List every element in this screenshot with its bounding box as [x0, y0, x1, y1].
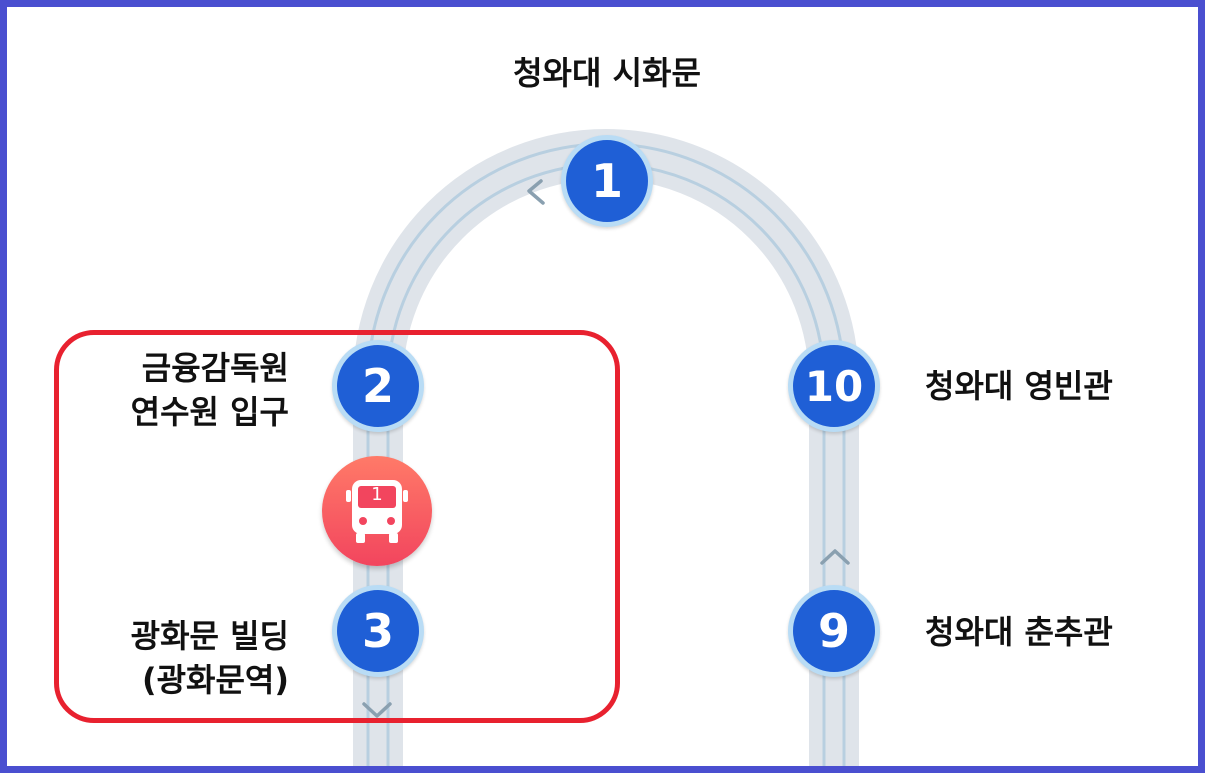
stop-3-label-line1: 광화문 빌딩	[130, 617, 289, 655]
stop-3-marker[interactable]: 3	[332, 585, 424, 677]
stop-1-marker[interactable]: 1	[561, 135, 653, 227]
stop-1-number: 1	[590, 154, 623, 208]
stop-10-number: 10	[804, 361, 864, 411]
direction-arrow-up-icon	[820, 549, 850, 565]
stop-2-marker[interactable]: 2	[332, 340, 424, 432]
stop-2-label-line2: 연수원 입구	[130, 393, 289, 431]
stop-10-label: 청와대 영빈관	[925, 367, 1113, 405]
stop-9-label: 청와대 춘추관	[925, 613, 1113, 651]
direction-arrow-left-icon	[527, 179, 545, 205]
stop-2-label-line1: 금융감독원	[141, 349, 289, 387]
highlight-box	[54, 330, 620, 723]
bus-icon	[346, 480, 408, 543]
bus-number: 1	[371, 484, 383, 505]
stop-3-label: 광화문 빌딩 (광화문역)	[47, 614, 289, 702]
stop-1-label: 청와대 시화문	[513, 54, 701, 92]
stop-3-number: 3	[361, 604, 394, 658]
stop-2-label: 금융감독원 연수원 입구	[67, 346, 289, 434]
direction-arrow-down-icon	[362, 702, 392, 718]
stop-3-label-line2: (광화문역)	[141, 661, 289, 699]
stop-9-number: 9	[817, 604, 850, 658]
bus-marker[interactable]: 1	[322, 456, 432, 566]
stop-10-marker[interactable]: 10	[788, 340, 880, 432]
stop-9-marker[interactable]: 9	[788, 585, 880, 677]
stop-2-number: 2	[361, 359, 394, 413]
